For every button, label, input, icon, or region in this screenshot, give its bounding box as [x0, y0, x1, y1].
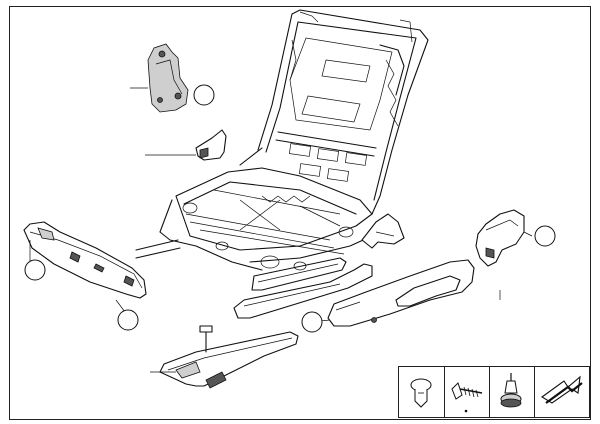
seat-base-frame: [135, 167, 373, 271]
expanding-rivet-icon: [500, 373, 522, 408]
callout-side-trim: [301, 311, 323, 333]
legend-cell: [399, 367, 445, 417]
screw-icon: [451, 382, 483, 413]
callout-left-trim-lower: [117, 309, 139, 331]
rail-cover-part: [159, 325, 299, 389]
callout-mount-bracket: [193, 84, 215, 106]
legend-cell: [444, 367, 490, 417]
callout-left-trim: [24, 259, 46, 281]
legend-cell: [489, 367, 535, 417]
arrow-icon: [541, 375, 583, 404]
leader-lines: [29, 87, 533, 373]
mount-bracket-part: [147, 43, 189, 113]
right-cover-part: [475, 209, 525, 267]
seat-rails: [233, 257, 373, 319]
push-rivet-icon: [410, 378, 432, 408]
callout-right-cover: [534, 225, 556, 247]
side-trim-part: [327, 259, 475, 327]
left-trim-part: [23, 221, 147, 299]
center-bracket-part: [361, 213, 405, 249]
seat-back-frame: [239, 9, 429, 215]
callouts: [24, 84, 556, 333]
legend-cell: [534, 367, 590, 417]
fastener-legend: [398, 366, 590, 418]
diagram-frame: [9, 6, 591, 420]
clip-part: [195, 129, 227, 161]
